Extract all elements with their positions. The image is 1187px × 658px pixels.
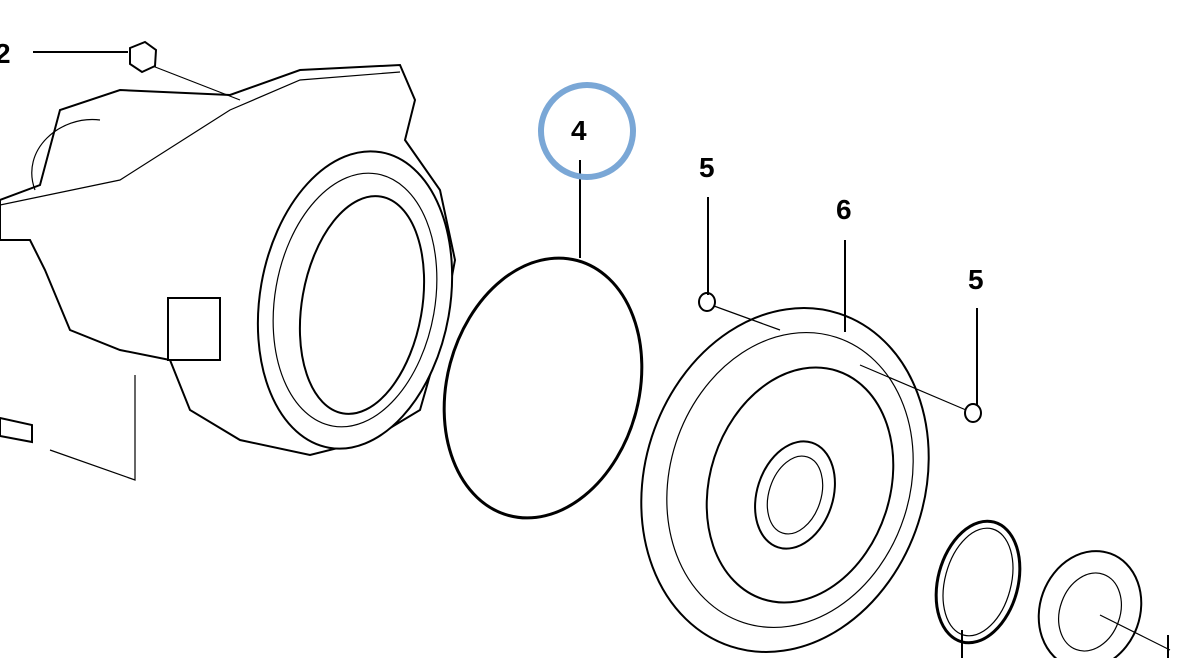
seal-washer-right[interactable] [964,403,982,423]
callout-4[interactable]: 4 [571,115,587,146]
bearing[interactable] [1022,537,1171,658]
callout-6[interactable]: 6 [836,194,852,225]
o-ring-large[interactable] [416,236,670,541]
highlight-circle [538,82,636,180]
seal-washer-left[interactable] [698,292,716,312]
callout-2[interactable]: 2 [0,38,11,69]
callout-5b[interactable]: 5 [968,264,984,295]
planetary-hub[interactable] [598,270,972,658]
o-ring-small[interactable] [923,512,1032,652]
callout-5a[interactable]: 5 [699,152,715,183]
axle-housing[interactable] [0,40,475,481]
